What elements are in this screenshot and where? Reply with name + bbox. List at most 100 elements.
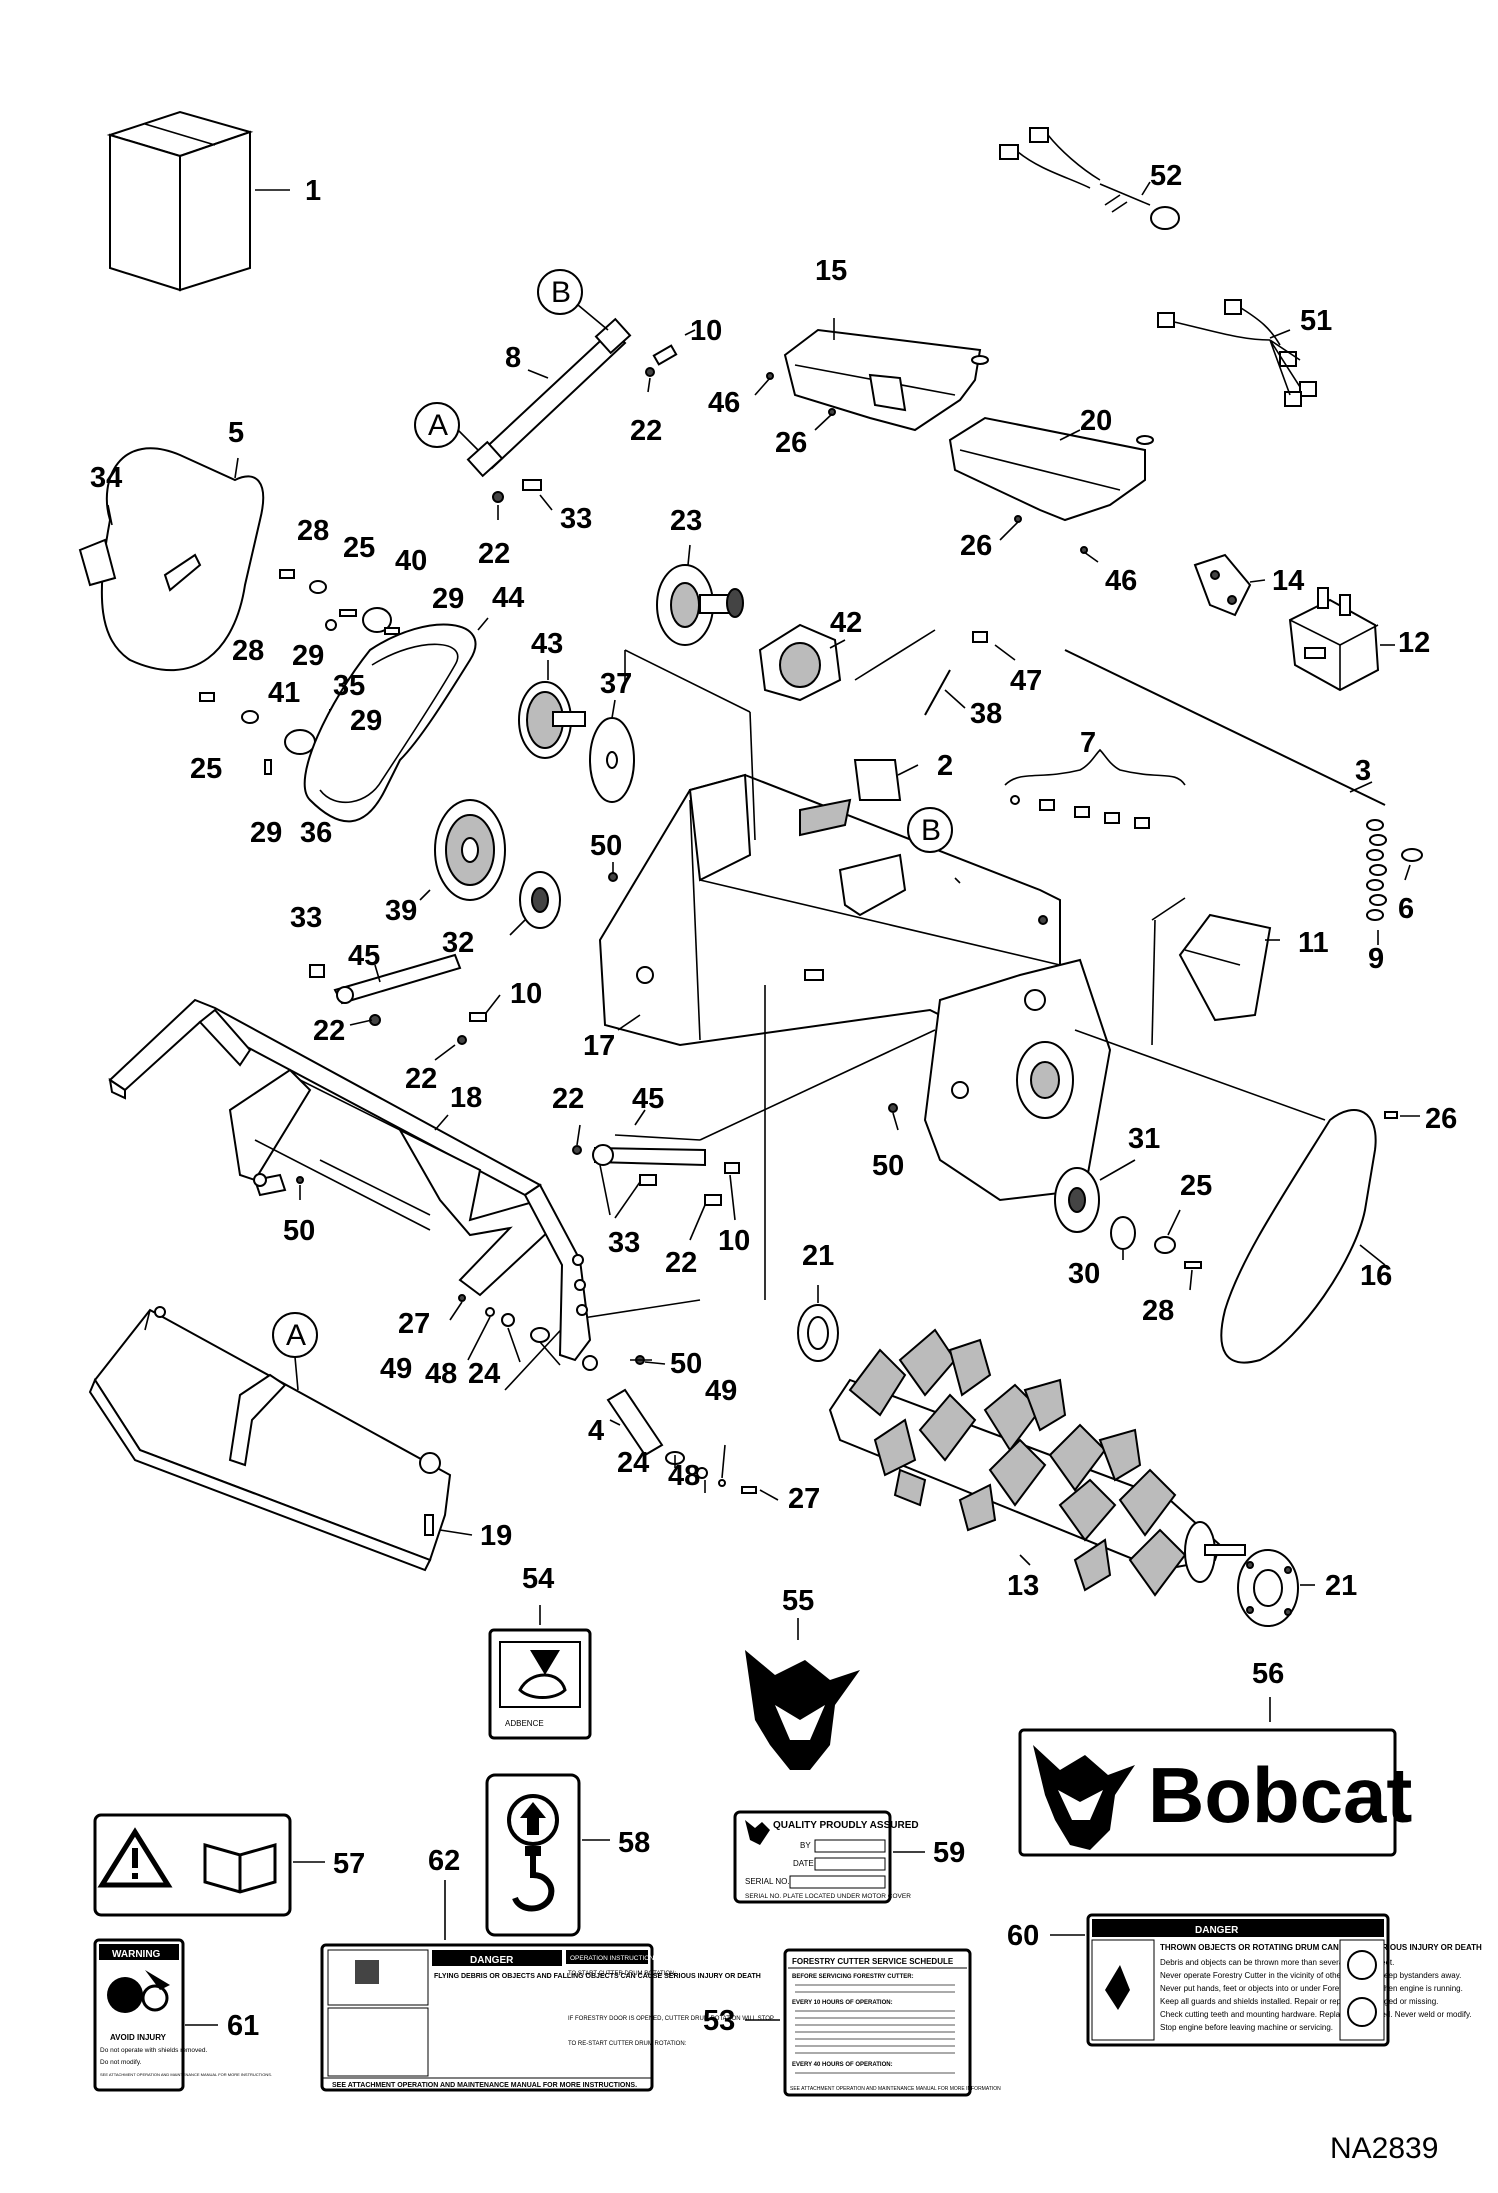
decal-62-title: FLYING DEBRIS OR OBJECTS AND FALLING OBJ…: [434, 1973, 761, 1980]
callout-10c: 10: [718, 1225, 750, 1257]
callout-58: 58: [618, 1827, 650, 1859]
decal-56-brand-text: Bobcat: [1148, 1751, 1412, 1839]
callout-26b: 26: [960, 530, 992, 562]
part-12-valve: [1288, 587, 1380, 692]
callout-24b: 24: [617, 1447, 649, 1479]
callout-46a: 46: [708, 387, 740, 419]
callout-29d: 29: [250, 817, 282, 849]
callout-26c: 26: [1425, 1103, 1457, 1135]
decal-60-line-3: Never put hands, feet or objects into or…: [1160, 1984, 1463, 1993]
decal-60-line-4: Keep all guards and shields installed. R…: [1160, 1997, 1438, 2006]
circle-label-b-housing: B: [921, 814, 941, 847]
callout-15: 15: [815, 255, 847, 287]
callout-22e: 22: [552, 1083, 584, 1115]
decal-59-serial: SERIAL NO.: [745, 1877, 790, 1886]
part-37-shield: [589, 717, 635, 803]
hardware-pivot: [458, 1294, 757, 1494]
decal-61-title: AVOID INJURY: [110, 2033, 167, 2042]
callout-57: 57: [333, 1848, 365, 1880]
callout-50a: 50: [590, 830, 622, 862]
document-id: NA2839: [1330, 2132, 1439, 2165]
decal-58: [485, 1773, 581, 1937]
callout-29a: 29: [432, 583, 464, 615]
callout-22a: 22: [630, 415, 662, 447]
callout-32: 32: [442, 927, 474, 959]
callout-22d: 22: [405, 1063, 437, 1095]
decal-61-header: WARNING: [112, 1949, 161, 1960]
callout-6: 6: [1398, 893, 1414, 925]
callout-4: 4: [588, 1415, 604, 1447]
decal-53: FORESTRY CUTTER SERVICE SCHEDULE BEFORE …: [783, 1948, 1001, 2097]
decal-57: [93, 1813, 292, 1917]
part-21-bearing-right: [1237, 1549, 1299, 1627]
decal-59-note: SERIAL NO. PLATE LOCATED UNDER MOTOR COV…: [745, 1893, 911, 1900]
callout-46b: 46: [1105, 565, 1137, 597]
callout-33b: 33: [290, 902, 322, 934]
callout-40: 40: [395, 545, 427, 577]
callout-11: 11: [1298, 927, 1329, 959]
callout-33c: 33: [608, 1227, 640, 1259]
callout-25a: 25: [343, 532, 375, 564]
decal-60-line-2: Never operate Forestry Cutter in the vic…: [1160, 1971, 1461, 1980]
bobcat-head-logo-55: [745, 1650, 860, 1770]
callout-56: 56: [1252, 1658, 1284, 1690]
decal-62-ops-restart: TO RE-START CUTTER DRUM ROTATION:: [568, 2041, 687, 2047]
circle-label-b-top: B: [551, 276, 571, 309]
callout-18: 18: [450, 1082, 482, 1114]
part-45-cylinder-lower: [572, 1144, 740, 1206]
callout-25b: 25: [190, 753, 222, 785]
callout-29c: 29: [350, 705, 382, 737]
circle-label-a-door: A: [286, 1319, 306, 1352]
part-30-collar: [1110, 1216, 1136, 1250]
callout-62: 62: [428, 1845, 460, 1877]
callout-51: 51: [1300, 305, 1332, 337]
decal-61-line-1: Do not operate with shields removed.: [100, 2047, 208, 2054]
decal-53-footer: SEE ATTACHMENT OPERATION AND MAINTENANCE…: [790, 2086, 1001, 2092]
part-5-belt-guard: [100, 447, 265, 672]
callout-31: 31: [1128, 1123, 1160, 1155]
decal-53-before: BEFORE SERVICING FORESTRY CUTTER:: [792, 1974, 914, 1980]
callout-13: 13: [1007, 1570, 1039, 1602]
part-3-rod: [1064, 649, 1386, 806]
callout-52: 52: [1150, 160, 1182, 192]
callout-27b: 27: [788, 1483, 820, 1515]
part-13-cutter-drum: [828, 1328, 1246, 1597]
callout-35: 35: [333, 670, 365, 702]
callout-29b: 29: [292, 640, 324, 672]
callout-28c: 28: [1142, 1295, 1174, 1327]
callout-48b: 48: [668, 1460, 700, 1492]
callout-25c: 25: [1180, 1170, 1212, 1202]
decal-62-header: DANGER: [470, 1955, 514, 1966]
callout-3: 3: [1355, 755, 1371, 787]
part-23-motor-mount: [656, 564, 744, 646]
part-42-motor: [758, 623, 842, 702]
callout-12: 12: [1398, 627, 1430, 659]
callout-17: 17: [583, 1030, 615, 1062]
callout-36: 36: [300, 817, 332, 849]
part-18-mount-frame: [108, 998, 598, 1371]
decal-54: ADBENCE: [488, 1628, 592, 1740]
callout-39: 39: [385, 895, 417, 927]
part-31-bearing: [1054, 1167, 1100, 1233]
part-19-forestry-door: [88, 1306, 452, 1572]
decal-54-code: ADBENCE: [505, 1719, 544, 1728]
callout-22f: 22: [665, 1247, 697, 1279]
callout-41: 41: [268, 677, 300, 709]
callout-60: 60: [1007, 1920, 1039, 1952]
decal-62-ops-start: TO START CUTTER DRUM ROTATION:: [568, 1971, 676, 1977]
decal-62-ops-open: IF FORESTRY DOOR IS OPENED, CUTTER DRUM …: [568, 2016, 775, 2022]
callout-50d: 50: [670, 1348, 702, 1380]
callout-19: 19: [480, 1520, 512, 1552]
decal-60-header: DANGER: [1195, 1925, 1239, 1936]
callout-14: 14: [1272, 565, 1304, 597]
callout-45a: 45: [348, 940, 380, 972]
callout-21b: 21: [1325, 1570, 1357, 1602]
part-44-belt: [303, 623, 477, 823]
callout-9: 9: [1368, 943, 1384, 975]
part-9-chain: [1366, 819, 1387, 921]
callout-23: 23: [670, 505, 702, 537]
callout-37: 37: [600, 668, 632, 700]
callout-10a: 10: [690, 315, 722, 347]
part-21-bearing-left: [797, 1304, 839, 1362]
